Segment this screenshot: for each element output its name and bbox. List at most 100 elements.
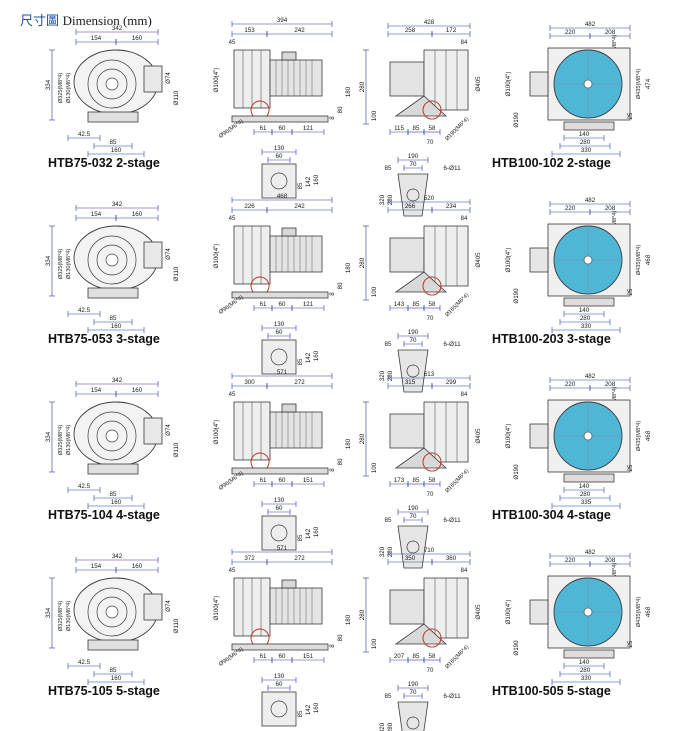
dimension-label: 482: [585, 549, 596, 556]
dimension-label: 468: [645, 606, 652, 617]
dimension-label: 100: [371, 286, 378, 297]
dimension-label: 160: [132, 387, 143, 394]
dimension-label: 190: [408, 505, 419, 512]
dimension-label: 160: [313, 702, 320, 713]
flange-label: Ø435(M8*4): [636, 421, 642, 452]
offset-label: 84: [461, 216, 468, 222]
diameter-label: Ø190: [513, 288, 520, 304]
dimension-label: 160: [111, 147, 122, 154]
holes-label: 6-Ø11: [443, 693, 461, 700]
dimension-label: 394: [277, 17, 288, 24]
model-label-right: HTB100-203 3-stage: [492, 332, 611, 346]
page-title: 尺寸圖 Dimension (mm): [20, 10, 152, 29]
dimension-label: 266: [405, 203, 416, 210]
dimension-label: 61: [260, 301, 267, 308]
dimension-label: 140: [579, 131, 590, 138]
dimension-label: 220: [565, 205, 576, 212]
dimension-label: 100: [371, 462, 378, 473]
support-bracket: [394, 271, 448, 293]
bolt-label: Ø96(M6*4): [218, 471, 245, 492]
dimension-label: 160: [132, 563, 143, 570]
dimension-label: 58: [429, 477, 436, 484]
bolt-label: Ø96(M6*4): [218, 119, 245, 140]
housing-ring: [96, 420, 128, 452]
diameter-label: Ø190: [513, 640, 520, 656]
dimension-label: 234: [446, 203, 457, 210]
motor-body: [389, 413, 425, 449]
base-ring: [406, 716, 420, 730]
bolt-label: Ø190(M6*4): [444, 116, 470, 142]
dimension-label: 710: [424, 547, 435, 554]
foot-block: [261, 339, 297, 375]
dimension-label: 220: [565, 557, 576, 564]
dimension-label: 320: [379, 370, 386, 381]
dimension-label: 25: [627, 640, 634, 647]
base-plate: [563, 649, 615, 659]
dimension-label: 180: [345, 86, 352, 97]
diameter-label: Ø405: [475, 604, 482, 620]
front-view-large: 482220208Ø218(M8*4)Ø100(4")Ø190Ø435(M8*4…: [505, 197, 652, 333]
dimension-label: 151: [303, 477, 314, 484]
dimension-label: 85: [385, 693, 392, 700]
base-rail: [231, 643, 329, 651]
dimension-label: 61: [260, 477, 267, 484]
dimension-label: 140: [579, 307, 590, 314]
dimension-label: 61: [260, 653, 267, 660]
dimension-label: 280: [387, 722, 394, 731]
dimension-label: 25: [627, 464, 634, 471]
dimension-label: 140: [579, 483, 590, 490]
dimension-label: 8: [329, 644, 336, 648]
model-label-right: HTB100-102 2-stage: [492, 156, 611, 170]
dimension-label: 280: [387, 546, 394, 557]
flange-label: Ø130(M6*4): [66, 601, 72, 632]
dimension-label: 60: [279, 125, 286, 132]
dimension-label: 571: [277, 369, 288, 376]
support-bracket: [394, 447, 448, 469]
foot-block: [261, 691, 297, 727]
dimension-label: 160: [132, 35, 143, 42]
dimension-label: 280: [580, 667, 591, 674]
dimension-label: 60: [276, 329, 283, 336]
dimension-label: 58: [429, 125, 436, 132]
dimension-label: 208: [605, 381, 616, 388]
dimension-label: 280: [580, 139, 591, 146]
motor-body: [389, 589, 425, 625]
dimension-label: 160: [111, 499, 122, 506]
dimension-label: 121: [303, 125, 314, 132]
dimension-label: 70: [410, 161, 417, 168]
dimension-label: 330: [581, 675, 592, 682]
base-rail: [231, 115, 329, 123]
bolt-circle: [422, 100, 442, 120]
dimension-label: 60: [279, 301, 286, 308]
hub: [105, 605, 119, 619]
dimension-label: 143: [394, 301, 405, 308]
inlet-label: Ø100(4"): [213, 596, 220, 621]
dimension-label: 258: [405, 27, 416, 34]
motor-body: [389, 237, 425, 273]
dimension-label: 160: [313, 350, 320, 361]
dimension-label: 334: [45, 255, 52, 266]
bolt-label: Ø165(M6*4): [444, 468, 470, 494]
hub: [105, 77, 119, 91]
dimension-label: 8: [329, 468, 336, 472]
dimension-label: 428: [424, 19, 435, 26]
dimension-label: 85: [110, 315, 117, 322]
dimension-label: 60: [276, 505, 283, 512]
base-ring: [406, 188, 420, 202]
foot-block: [261, 163, 297, 199]
diameter-label: Ø110: [173, 90, 180, 105]
dimension-label: 334: [45, 79, 52, 90]
housing-ring: [87, 235, 137, 285]
housing-ring: [87, 587, 137, 637]
dimension-label: 208: [605, 29, 616, 36]
diameter-label: Ø110: [173, 266, 180, 281]
terminal-box: [281, 403, 297, 413]
motor-body: [269, 411, 323, 449]
dimension-label: 482: [585, 197, 596, 204]
dimension-label: 330: [581, 147, 592, 154]
